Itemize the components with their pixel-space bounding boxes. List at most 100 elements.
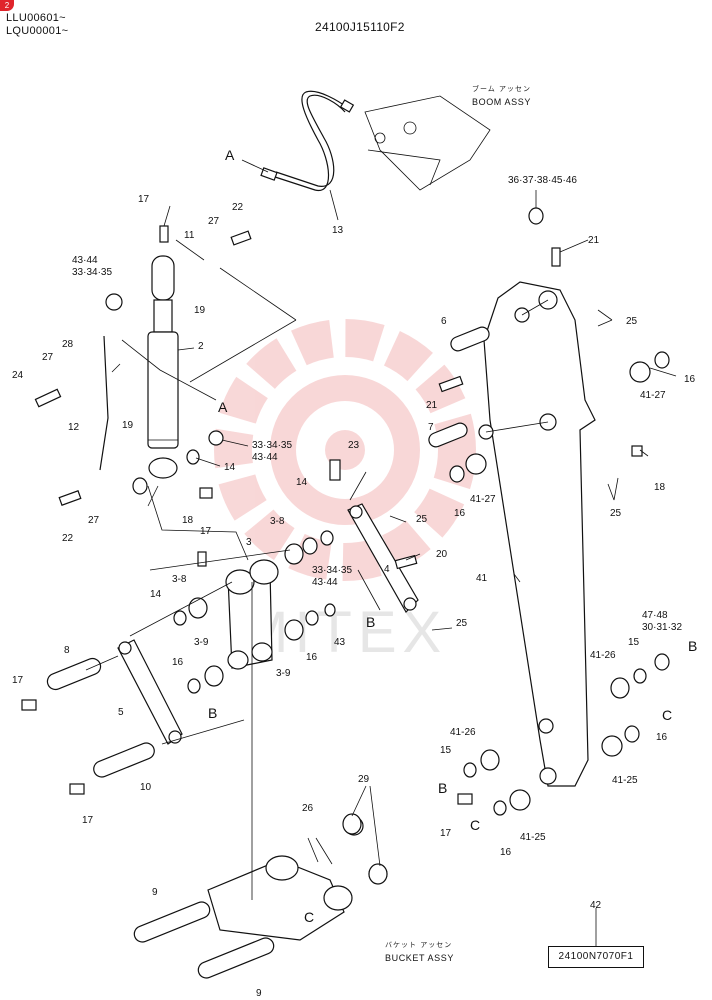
callout-label: 26 bbox=[302, 803, 314, 814]
callout-label: 17 bbox=[200, 526, 212, 537]
callout-label: 2 bbox=[198, 341, 204, 352]
bucket-assy-label-jp: バケット アッセン bbox=[385, 941, 453, 949]
callout-reference-letter: C bbox=[662, 707, 672, 723]
callout-label: 16 bbox=[454, 508, 466, 519]
drawing-number: 24100J15110F2 bbox=[315, 20, 405, 34]
callout-label: 41-27 bbox=[640, 390, 666, 401]
callout-label: 33·34·35 bbox=[312, 565, 352, 576]
link-5 bbox=[117, 639, 183, 745]
callout-label: 23 bbox=[348, 440, 360, 451]
callout-label: 17 bbox=[138, 194, 150, 205]
boom-assembly bbox=[364, 95, 491, 191]
callout-label: 43 bbox=[334, 637, 346, 648]
callout-reference-letter: A bbox=[218, 399, 228, 415]
callout-label: 18 bbox=[182, 515, 194, 526]
callout-label: 3 bbox=[246, 537, 252, 548]
callout-label: 15 bbox=[440, 745, 452, 756]
callout-label: 13 bbox=[332, 225, 344, 236]
callout-label: 7 bbox=[428, 422, 434, 433]
callout-label: 24 bbox=[12, 370, 24, 381]
callout-label: 22 bbox=[232, 202, 244, 213]
callout-label: 6 bbox=[441, 316, 447, 327]
callout-label: 11 bbox=[184, 230, 195, 241]
callout-label: 12 bbox=[68, 422, 80, 433]
callout-label: 21 bbox=[426, 400, 438, 411]
callout-reference-letter: C bbox=[304, 909, 314, 925]
callout-label: 3-9 bbox=[194, 637, 209, 648]
callout-label: 29 bbox=[358, 774, 370, 785]
callout-reference-letter: B bbox=[208, 705, 217, 721]
callout-reference-letter: A bbox=[225, 147, 235, 163]
boom-assy-label: BOOM ASSY bbox=[472, 97, 531, 107]
reference-code-box: 24100N7070F1 bbox=[548, 946, 644, 968]
serial-range-1: LLU00601~ bbox=[6, 12, 66, 24]
serial-range-2: LQU00001~ bbox=[6, 25, 69, 37]
callout-label: 21 bbox=[588, 235, 600, 246]
callout-label: 41-26 bbox=[450, 727, 476, 738]
callout-label: 22 bbox=[62, 533, 74, 544]
callout-label: 41-25 bbox=[520, 832, 546, 843]
callout-label: 3-8 bbox=[270, 516, 285, 527]
callout-labels: 36·37·38·45·46 21 25 6 16 41-27 21 7 41-… bbox=[12, 147, 697, 999]
callout-label: 5 bbox=[118, 707, 124, 718]
callout-label: 18 bbox=[654, 482, 666, 493]
callout-label: 30·31·32 bbox=[642, 622, 682, 633]
page-marker-badge: 2 bbox=[0, 0, 14, 11]
callout-label: 19 bbox=[122, 420, 134, 431]
callout-label: 17 bbox=[82, 815, 94, 826]
bucket-assy-label: BUCKET ASSY bbox=[385, 953, 454, 963]
callout-reference-letter: C bbox=[470, 817, 480, 833]
callout-label: 25 bbox=[610, 508, 622, 519]
callout-label: 43·44 bbox=[252, 452, 278, 463]
callout-label: 25 bbox=[416, 514, 428, 525]
callout-label: 16 bbox=[684, 374, 696, 385]
callout-label: 41 bbox=[476, 573, 488, 584]
callout-label: 14 bbox=[224, 462, 236, 473]
callout-label: 17 bbox=[440, 828, 452, 839]
boom-assy-label-jp: ブーム アッセン bbox=[472, 85, 532, 93]
callout-label: 28 bbox=[62, 339, 74, 350]
callout-label: 27 bbox=[88, 515, 100, 526]
callout-label: 10 bbox=[140, 782, 152, 793]
callout-label: 27 bbox=[208, 216, 220, 227]
callout-reference-letter: B bbox=[688, 638, 697, 654]
callout-label: 41-25 bbox=[612, 775, 638, 786]
callout-label: 15 bbox=[628, 637, 640, 648]
leader-lines bbox=[85, 159, 677, 946]
callout-label: 33·34·35 bbox=[252, 440, 292, 451]
washers-and-bushings bbox=[105, 207, 670, 885]
bolts-and-nipples bbox=[21, 225, 643, 805]
arm-cylinder bbox=[147, 255, 179, 479]
link-4 bbox=[347, 503, 419, 613]
callout-label: 27 bbox=[42, 352, 54, 363]
callout-label: 8 bbox=[64, 645, 70, 656]
callout-label: 9 bbox=[152, 887, 158, 898]
callout-label: 17 bbox=[12, 675, 24, 686]
callout-label: 25 bbox=[626, 316, 638, 327]
callout-label: 43·44 bbox=[72, 255, 98, 266]
callout-label: 19 bbox=[194, 305, 206, 316]
callout-label: 3-9 bbox=[276, 668, 291, 679]
pins bbox=[46, 326, 490, 979]
callout-reference-letter: B bbox=[438, 780, 447, 796]
callout-label: 47·48 bbox=[642, 610, 668, 621]
bucket-assembly bbox=[207, 816, 388, 941]
arm-main-body bbox=[478, 281, 596, 787]
callout-label: 41-27 bbox=[470, 494, 496, 505]
callout-label: 14 bbox=[150, 589, 162, 600]
callout-label: 41-26 bbox=[590, 650, 616, 661]
callout-label: 16 bbox=[500, 847, 512, 858]
callout-label: 36·37·38·45·46 bbox=[508, 175, 577, 186]
callout-label: 33·34·35 bbox=[72, 267, 112, 278]
callout-label: 25 bbox=[456, 618, 468, 629]
callout-reference-letter: B bbox=[366, 614, 375, 630]
hydraulic-hose bbox=[260, 90, 355, 191]
callout-label: 16 bbox=[656, 732, 668, 743]
callout-label: 20 bbox=[436, 549, 448, 560]
callout-label: 3-8 bbox=[172, 574, 187, 585]
callout-label: 42 bbox=[590, 900, 602, 911]
callout-label: 43·44 bbox=[312, 577, 338, 588]
callout-label: 16 bbox=[172, 657, 184, 668]
